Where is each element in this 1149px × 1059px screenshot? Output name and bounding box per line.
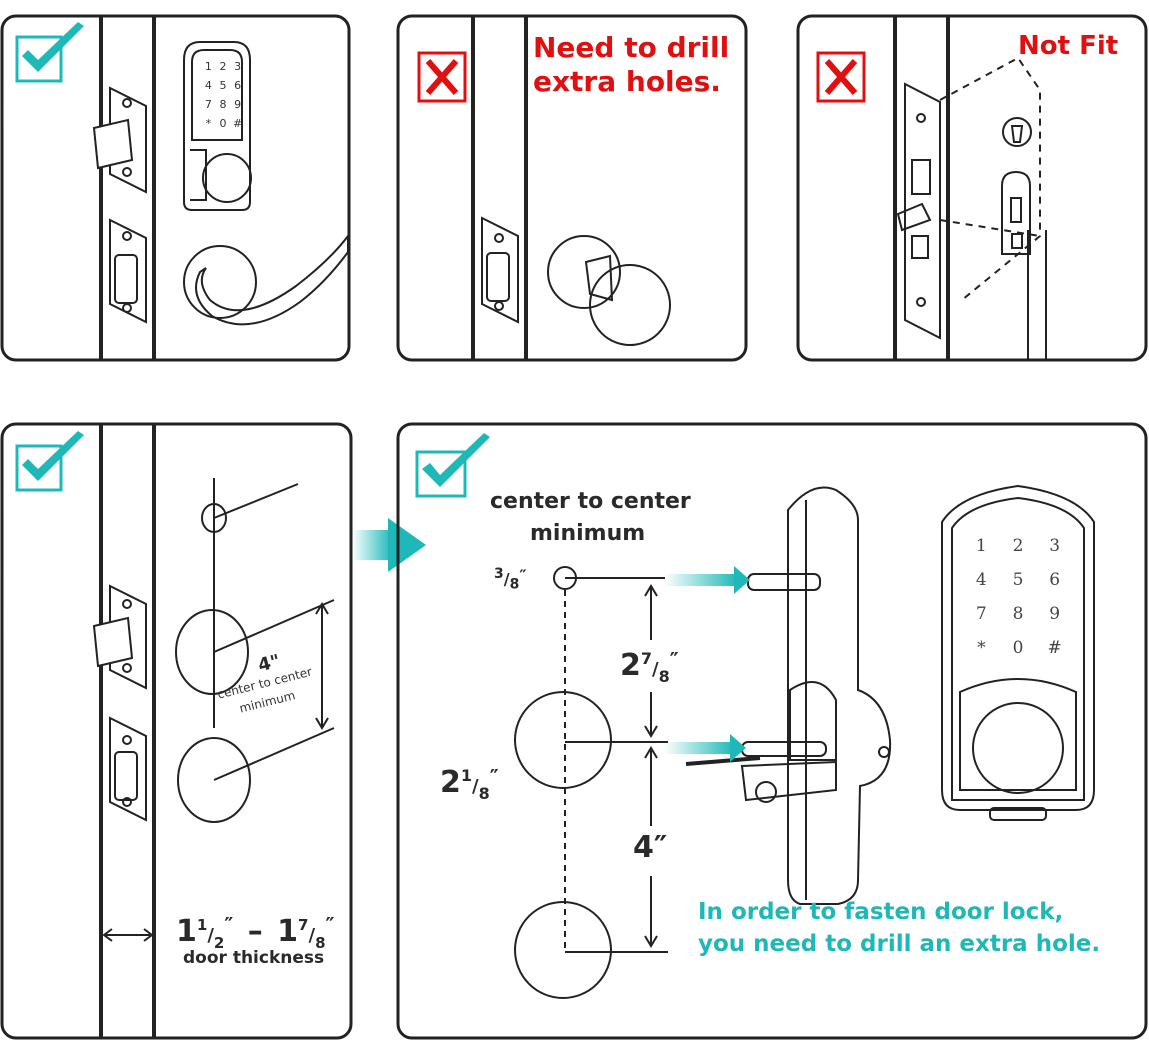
x-mark-icon [417, 51, 467, 103]
inch-mark: ″ [489, 765, 499, 789]
gap-size: 27/8″ [620, 648, 679, 686]
inch-mark: ″ [224, 913, 234, 937]
deadbolt-bore [175, 609, 249, 695]
key-7: 7 [204, 98, 212, 111]
inch-mark: ″ [325, 913, 335, 937]
check-icon [15, 431, 84, 492]
large-hole-size: 21/8″ [440, 765, 499, 803]
latch-plate [481, 216, 519, 324]
panel-top-left [0, 14, 351, 362]
cylinder-hole [1002, 117, 1032, 147]
gap-num: 7 [640, 649, 653, 668]
lever-handle [195, 233, 349, 326]
key-7: 7 [975, 604, 987, 624]
panel-frame [0, 422, 353, 1040]
gap-den: 8 [658, 667, 670, 686]
key-hash: # [233, 117, 243, 130]
thickness-min-num: 1 [196, 916, 208, 934]
thickness-max-whole: 1 [277, 914, 299, 949]
interior-escutcheon [787, 486, 892, 905]
check-icon [15, 22, 84, 83]
smart-lock-body [183, 41, 251, 211]
latch-plate [109, 218, 147, 324]
large-hole-whole: 2 [440, 765, 461, 800]
key-5: 5 [219, 79, 227, 92]
transition-arrow [352, 518, 426, 572]
key-2: 2 [219, 60, 227, 73]
key-3: 3 [234, 60, 242, 73]
mortise-faceplate [904, 82, 941, 340]
keypad-large: 1 2 3 4 5 6 7 8 9 * 0 # [963, 536, 1073, 658]
check-icon [415, 433, 490, 498]
pointer-arrows [664, 566, 750, 762]
deadbolt-hole [514, 691, 612, 789]
key-4: 4 [204, 79, 212, 92]
lever-rose [183, 245, 257, 319]
inch-mark: ″ [669, 648, 679, 672]
header-line1: center to center [490, 489, 691, 514]
small-hole-den: 8 [509, 576, 520, 593]
small-hole-size: 3/8″ [494, 566, 527, 593]
key-2: 2 [1012, 536, 1024, 556]
small-hole-num: 3 [494, 566, 504, 582]
key-1: 1 [975, 536, 987, 556]
gap-whole: 2 [620, 648, 641, 683]
x-mark-icon [816, 51, 866, 103]
key-6: 6 [234, 79, 242, 92]
key-1: 1 [204, 60, 212, 73]
bolt-post [741, 741, 827, 757]
latch-plate [109, 716, 147, 822]
key-9: 9 [234, 98, 242, 111]
key-0: 0 [219, 117, 227, 130]
door-knob [589, 264, 671, 346]
keypad-small: 1 2 3 4 5 6 7 8 9 * 0 # [201, 60, 245, 130]
key-6: 6 [1049, 570, 1061, 590]
panel-top-middle [396, 14, 748, 362]
key-9: 9 [1049, 604, 1061, 624]
thickness-max-den: 8 [315, 934, 326, 952]
screw-post [747, 573, 821, 591]
key-8: 8 [1012, 604, 1024, 624]
key-5: 5 [1012, 570, 1024, 590]
door-thickness-caption: door thickness [183, 948, 325, 968]
panel-top-right [796, 14, 1148, 362]
key-0: 0 [1012, 638, 1024, 658]
note-line1: In order to fasten door lock, [698, 899, 1064, 925]
panel-frame [796, 14, 1148, 362]
drill-message-line1: Need to drill [533, 31, 730, 64]
not-fit-label: Not Fit [1018, 31, 1119, 61]
smart-lock-front [941, 484, 1095, 811]
key-4: 4 [975, 570, 987, 590]
key-3: 3 [1049, 536, 1061, 556]
large-hole-den: 8 [478, 784, 490, 803]
thickness-min-den: 2 [213, 934, 225, 952]
key-hash: # [1047, 638, 1062, 658]
key-8: 8 [219, 98, 227, 111]
knob-rose [547, 235, 621, 309]
thumbturn [972, 702, 1064, 794]
latch-bore [177, 737, 251, 823]
range-dash: – [247, 914, 263, 949]
drill-message-line2: extra holes. [533, 65, 721, 98]
key-star: * [205, 117, 212, 130]
latch-hole [514, 901, 612, 999]
note-line2: you need to drill an extra hole. [698, 931, 1101, 957]
handle-cutout [1001, 170, 1031, 255]
key-star: * [977, 638, 986, 658]
spacing-4in: 4″ [633, 830, 668, 865]
inch-mark: ″ [519, 566, 527, 585]
door-thickness-range: 11/2″ – 17/8″ [176, 913, 335, 952]
panel-bottom-left [0, 422, 353, 1040]
thickness-min-whole: 1 [176, 914, 197, 949]
panel-frame [0, 14, 351, 362]
panel-bottom-right [396, 422, 1148, 1040]
large-hole-num: 1 [460, 766, 473, 785]
panel-frame [396, 422, 1148, 1040]
lock-thumbturn [202, 153, 252, 203]
panel-frame [396, 14, 748, 362]
thickness-max-num: 7 [298, 916, 309, 934]
header-line2: minimum [530, 521, 646, 546]
